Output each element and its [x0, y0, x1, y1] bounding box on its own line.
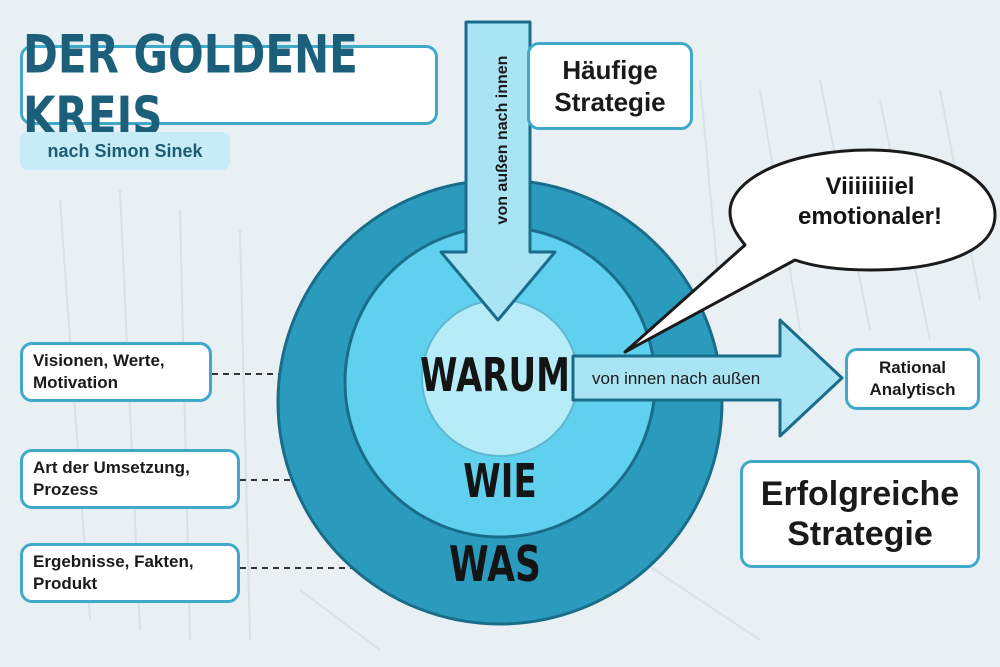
successful-strategy-line-2: Strategie	[787, 515, 933, 553]
how-description-line-2: Prozess	[33, 480, 99, 499]
arrow-inside-out	[571, 318, 844, 438]
circle-label-warum: WARUM	[420, 349, 570, 403]
common-strategy-line-2: Strategie	[554, 87, 666, 117]
speech-bubble-line-2: emotionaler!	[797, 203, 943, 230]
successful-strategy-box: Erfolgreiche Strategie	[740, 460, 980, 568]
what-description-line-1: Ergebnisse, Fakten,	[33, 552, 194, 571]
inside-out-label: von innen nach außen	[592, 369, 761, 388]
page-title: DER GOLDENE KREIS	[23, 23, 358, 147]
speech-bubble-line-1: Viiiiiiiiel	[825, 173, 915, 200]
how-description-line-1: Art der Umsetzung,	[33, 458, 190, 477]
what-description-line-2: Produkt	[33, 574, 98, 593]
circle-label-wie: WIE	[463, 455, 537, 509]
what-description-box: Ergebnisse, Fakten, Produkt	[20, 543, 240, 603]
common-strategy-line-1: Häufige	[562, 55, 658, 85]
how-description-box: Art der Umsetzung, Prozess	[20, 449, 240, 509]
why-description-line-2: Motivation	[33, 373, 118, 392]
title-box: DER GOLDENE KREIS	[20, 24, 438, 146]
rational-analytical-box: Rational Analytisch	[845, 348, 980, 410]
rational-line-2: Analytisch	[869, 380, 956, 399]
rational-line-1: Rational	[878, 358, 947, 377]
common-strategy-box: Häufige Strategie	[527, 42, 693, 130]
outside-in-label: von außen nach innen	[494, 55, 511, 225]
circle-label-was: WAS	[449, 537, 541, 594]
speech-bubble-text: Viiiiiiiiel emotionaler!	[755, 172, 985, 232]
speech-bubble	[623, 148, 997, 354]
why-description-box: Visionen, Werte, Motivation	[20, 342, 212, 402]
subtitle-badge: nach Simon Sinek	[20, 132, 230, 170]
why-description-line-1: Visionen, Werte,	[33, 351, 165, 370]
successful-strategy-line-1: Erfolgreiche	[760, 475, 960, 513]
